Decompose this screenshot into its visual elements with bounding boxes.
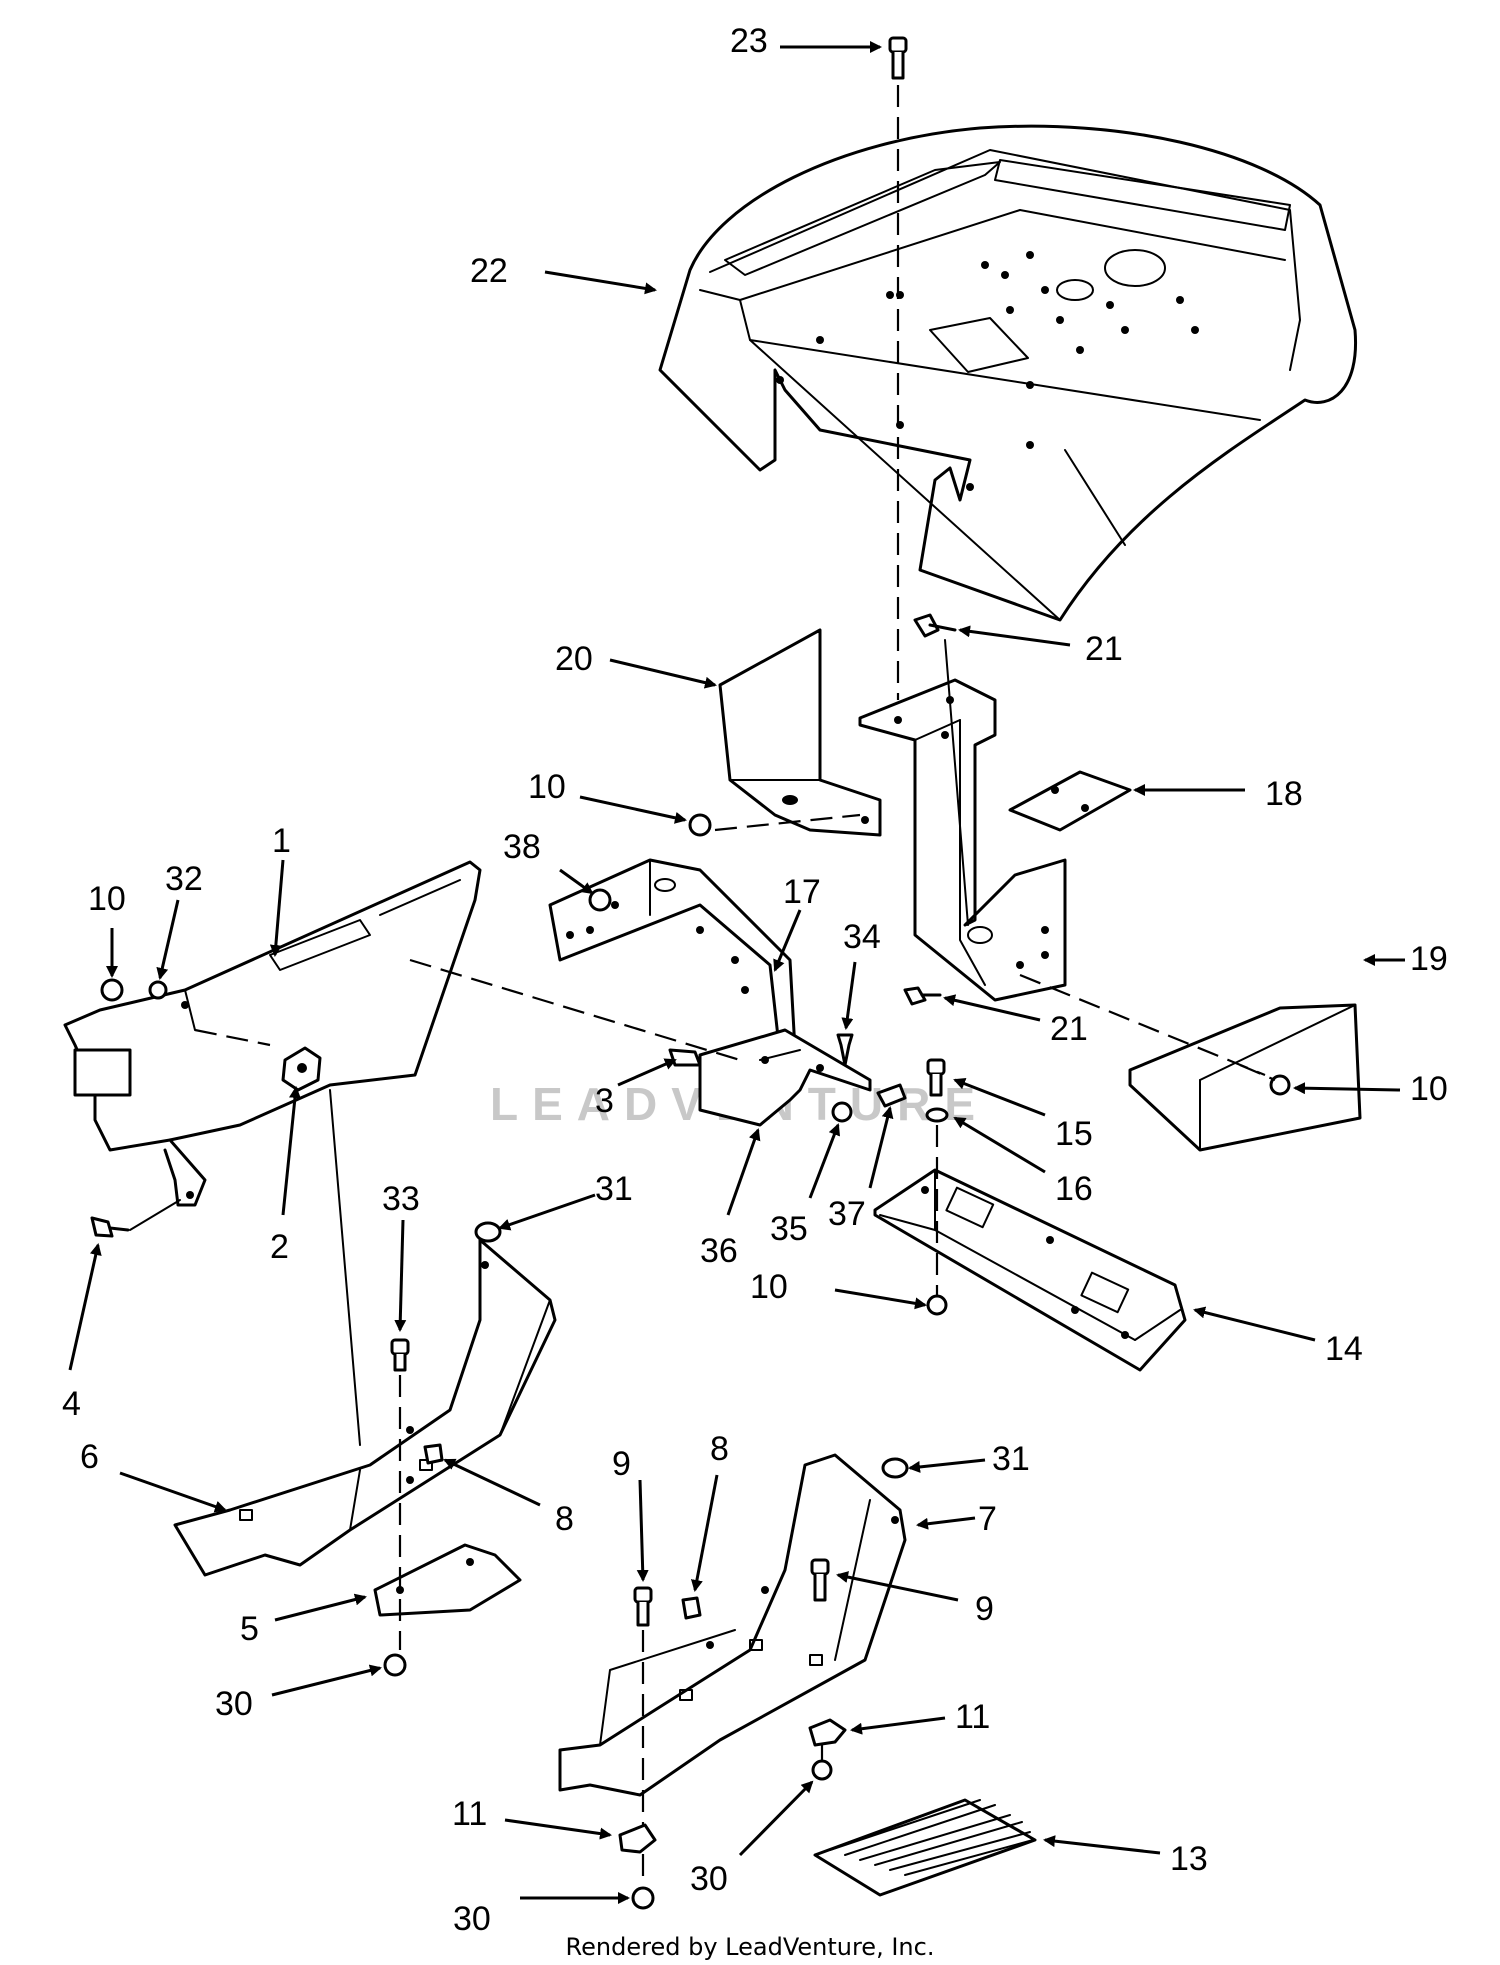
part-31-grip-left (474, 1221, 502, 1243)
callout-15: 15 (1055, 1115, 1093, 1153)
callout-20: 20 (555, 640, 593, 678)
callout-31-right: 31 (992, 1440, 1030, 1478)
part-2-nut (281, 1046, 322, 1092)
callout-6: 6 (80, 1438, 99, 1476)
part-8-clip-right (681, 1596, 702, 1620)
part-23-bolt (888, 36, 908, 80)
part-16-washer (925, 1107, 949, 1123)
assembly-line-1 (194, 1028, 271, 1047)
part-33-bolt (390, 1338, 410, 1372)
assembly-line-2 (329, 1089, 361, 1446)
callout-32: 32 (165, 860, 203, 898)
part-1-side-bracket (63, 860, 482, 1207)
callout-38: 38 (503, 828, 541, 866)
part-32-washer (148, 980, 168, 1000)
callout-35: 35 (770, 1210, 808, 1248)
assembly-line-21 (944, 639, 969, 926)
part-6-footrest-left (173, 1238, 557, 1577)
part-4-bolt (90, 1216, 130, 1238)
callout-36: 36 (700, 1232, 738, 1270)
callout-19: 19 (1410, 940, 1448, 978)
part-7-footrest-right (558, 1453, 907, 1797)
callout-21-upper: 21 (1085, 630, 1123, 668)
callout-8-right: 8 (710, 1430, 729, 1468)
callout-4: 4 (62, 1385, 81, 1423)
assembly-line-10-upper (714, 813, 861, 832)
assembly-line-10-right (1239, 1063, 1276, 1082)
part-20-bracket (718, 628, 882, 837)
callout-37: 37 (828, 1195, 866, 1233)
callout-14: 14 (1325, 1330, 1363, 1368)
part-19-tray (1128, 1003, 1362, 1152)
part-22-fender (658, 124, 1358, 622)
callout-10-upper: 10 (528, 768, 566, 806)
assembly-line-3 (409, 958, 741, 1062)
part-36-bracket (698, 1028, 872, 1127)
part-38-nut (588, 888, 612, 912)
part-21-bolt-upper (913, 613, 957, 638)
part-8-clip-left (423, 1443, 444, 1465)
callouts: 23 22 21 20 18 10 38 17 1 32 10 34 (62, 22, 1448, 1938)
part-30-nut-left (383, 1653, 407, 1677)
part-10-nut-lower (926, 1294, 948, 1316)
part-11-clip-right (808, 1718, 847, 1747)
callout-9-right: 9 (975, 1590, 994, 1628)
callout-5: 5 (240, 1610, 259, 1648)
callout-7: 7 (978, 1500, 997, 1538)
part-11-clip-left (618, 1823, 657, 1854)
callout-30-bottom: 30 (453, 1900, 491, 1938)
part-14-channel (873, 1168, 1187, 1372)
callout-11-right: 11 (955, 1698, 990, 1736)
part-30-nut-mid (811, 1759, 833, 1781)
part-35-nut (831, 1101, 853, 1123)
callout-34: 34 (843, 918, 881, 956)
part-21-bolt-lower (903, 986, 942, 1006)
footer-credit: Rendered by LeadVenture, Inc. (566, 1933, 935, 1961)
part-31-grip-right (881, 1457, 909, 1479)
part-10-nut-left (100, 978, 124, 1002)
part-5-plate (373, 1543, 522, 1617)
part-37-screw (876, 1083, 907, 1108)
callout-17: 17 (783, 873, 821, 911)
callout-2: 2 (270, 1228, 289, 1266)
part-10-nut-right (1269, 1074, 1291, 1096)
callout-18: 18 (1265, 775, 1303, 813)
callout-10-left: 10 (88, 880, 126, 918)
part-10-nut-upper (688, 813, 712, 837)
part-13-mat (813, 1798, 1037, 1897)
part-30-nut-bottom (631, 1886, 655, 1910)
callout-3: 3 (595, 1082, 614, 1120)
callout-21-lower: 21 (1050, 1010, 1088, 1048)
callout-9-left: 9 (612, 1445, 631, 1483)
part-18-flange (1008, 770, 1132, 832)
callout-13: 13 (1170, 1840, 1208, 1878)
callout-23: 23 (730, 22, 768, 60)
callout-22: 22 (470, 252, 508, 290)
callout-30-left: 30 (215, 1685, 253, 1723)
callout-1: 1 (272, 822, 291, 860)
part-3-bolt (668, 1048, 702, 1067)
part-9-bolt-right (810, 1558, 830, 1602)
part-34-screw (836, 1033, 854, 1067)
callout-10-right: 10 (1410, 1070, 1448, 1108)
callout-30-mid: 30 (690, 1860, 728, 1898)
assembly-line-4 (129, 1199, 181, 1231)
part-15-bolt (926, 1058, 946, 1097)
callout-33: 33 (382, 1180, 420, 1218)
callout-10-lower: 10 (750, 1268, 788, 1306)
part-9-bolt-left (633, 1586, 653, 1627)
assembly-line-19 (1019, 973, 1266, 1077)
callout-11-left: 11 (452, 1795, 487, 1833)
callout-8-left: 8 (555, 1500, 574, 1538)
callout-16: 16 (1055, 1170, 1093, 1208)
part-center-bracket (858, 678, 1067, 1002)
callout-31-left: 31 (595, 1170, 633, 1208)
